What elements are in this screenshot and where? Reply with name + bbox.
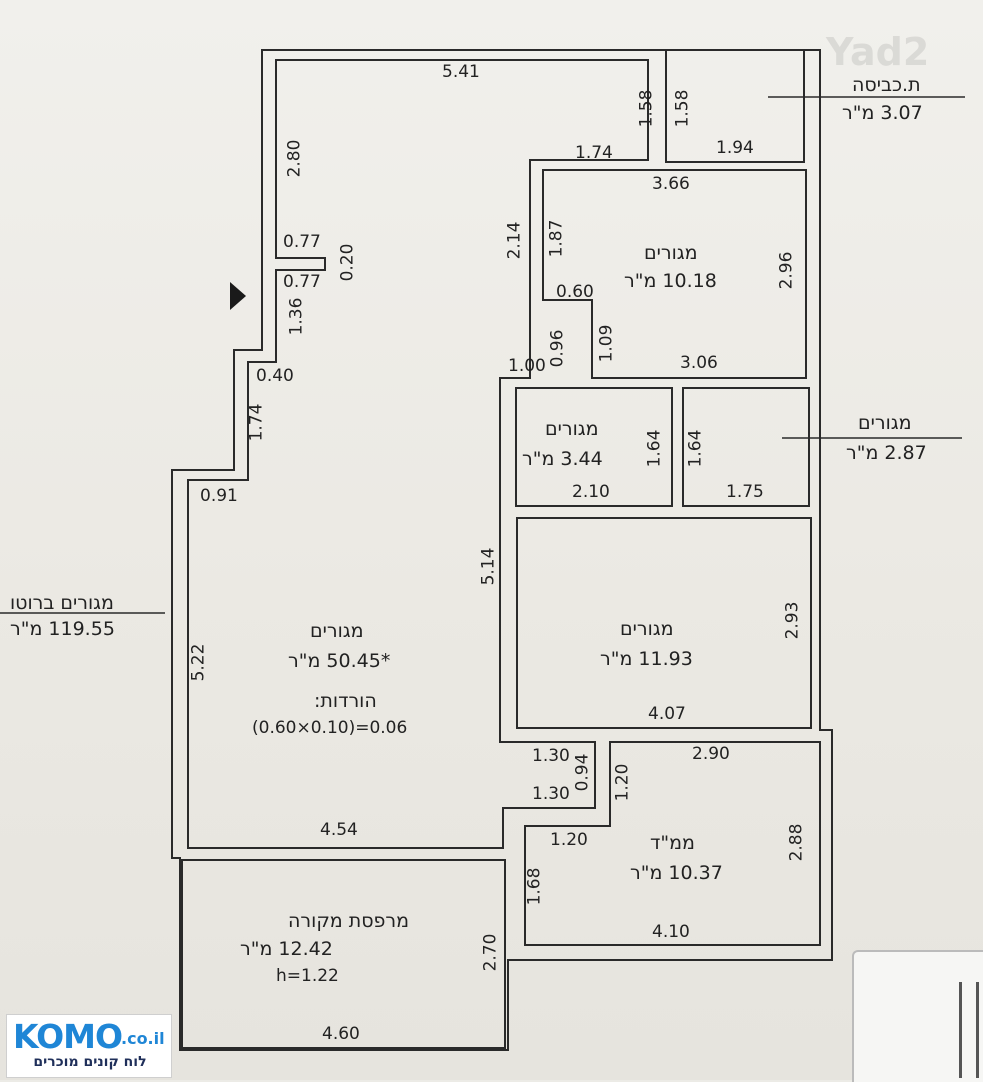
room-small-right-area: 2.87 מ"ר xyxy=(846,442,927,464)
dim-label: 2.93 xyxy=(782,601,803,640)
room-top-wall xyxy=(542,169,807,379)
room-top-area: 10.18 מ"ר xyxy=(624,270,717,292)
balcony-height: h=1.22 xyxy=(276,966,339,986)
room-small-left-area: 3.44 מ"ר xyxy=(522,448,603,470)
room-small-right-title: מגורים xyxy=(858,412,912,434)
gross-area: 119.55 מ"ר xyxy=(10,618,115,640)
main-title: מגורים xyxy=(310,620,364,642)
dim-label: 1.75 xyxy=(726,482,764,502)
dim-label: 0.94 xyxy=(572,753,593,792)
dim-label: 0.77 xyxy=(283,272,321,292)
dim-label: 1.64 xyxy=(644,429,665,468)
dim-label: 1.30 xyxy=(532,784,570,804)
dim-label: 1.30 xyxy=(532,746,570,766)
safe-room-title: ממ"ד xyxy=(650,832,695,854)
dim-label: 1.09 xyxy=(596,324,617,363)
dim-label: 1.74 xyxy=(246,403,267,442)
dim-label: 1.87 xyxy=(546,219,567,258)
dim-label: 1.68 xyxy=(524,867,545,906)
logo-tld: .co.il xyxy=(121,1029,165,1048)
room-small-left-title: מגורים xyxy=(545,418,599,440)
dim-label: 5.14 xyxy=(478,547,499,586)
komo-logo[interactable]: KOMO .co.il לוח קונים מוכרים xyxy=(6,1014,172,1078)
deductions-formula: (0.60×0.10)=0.06 xyxy=(252,718,408,738)
dim-label: 0.96 xyxy=(547,329,568,368)
dim-label: 2.90 xyxy=(692,744,730,764)
dim-label: 1.00 xyxy=(508,356,546,376)
entrance-arrow-icon xyxy=(230,282,246,310)
dim-label: 1.74 xyxy=(575,143,613,163)
dim-label: 3.06 xyxy=(680,353,718,373)
corner-sticker xyxy=(852,950,983,1082)
dim-label: 0.91 xyxy=(200,486,238,506)
main-area: 50.45 מ"ר xyxy=(288,650,381,672)
living-room-wall xyxy=(187,59,649,849)
balcony-title: מרפסת מקורה xyxy=(288,910,410,932)
dim-label: 2.80 xyxy=(284,139,305,178)
dim-label: 1.58 xyxy=(636,89,657,128)
dim-label: 5.22 xyxy=(188,643,209,682)
dim-label: 1.64 xyxy=(685,429,706,468)
balcony-wall xyxy=(181,859,506,1049)
dim-label: 0.77 xyxy=(283,232,321,252)
dim-label: 2.88 xyxy=(786,823,807,862)
dim-label: 0.40 xyxy=(256,366,294,386)
dim-label: 4.54 xyxy=(320,820,358,840)
deductions-title: הורדות: xyxy=(314,690,377,712)
dim-label: 1.36 xyxy=(286,297,307,336)
dim-label: 0.20 xyxy=(337,243,358,282)
laundry-wall xyxy=(665,49,805,163)
dim-label: 1.58 xyxy=(672,89,693,128)
room-small-left-wall xyxy=(515,387,673,507)
balcony-area: 12.42 מ"ר xyxy=(240,938,333,960)
dim-label: 4.60 xyxy=(322,1024,360,1044)
room-mid-title: מגורים xyxy=(620,618,674,640)
dim-label: 1.20 xyxy=(550,830,588,850)
dim-label: 1.94 xyxy=(716,138,754,158)
outer-wall-outer xyxy=(171,49,833,1051)
watermark: Yad2 xyxy=(826,30,930,74)
dim-label: 0.60 xyxy=(556,282,594,302)
room-top-title: מגורים xyxy=(644,242,698,264)
laundry-area: 3.07 מ"ר xyxy=(842,102,923,124)
dim-label: 4.10 xyxy=(652,922,690,942)
logo-tagline: לוח קונים מוכרים xyxy=(33,1054,147,1070)
dim-label: 2.14 xyxy=(504,221,525,260)
room-mid-area: 11.93 מ"ר xyxy=(600,648,693,670)
dim-label: 4.07 xyxy=(648,704,686,724)
dim-label: 5.41 xyxy=(442,62,480,82)
dim-label: 2.96 xyxy=(776,251,797,290)
dim-label: 1.20 xyxy=(612,763,633,802)
main-area-star: * xyxy=(380,650,391,672)
laundry-title: ת.כביסה xyxy=(852,74,921,96)
dim-label: 3.66 xyxy=(652,174,690,194)
safe-room-wall xyxy=(524,741,821,946)
barcode-icon xyxy=(959,982,979,1078)
room-mid-wall xyxy=(516,517,812,729)
safe-room-area: 10.37 מ"ר xyxy=(630,862,723,884)
logo-brand: KOMO xyxy=(13,1017,123,1056)
dim-label: 2.10 xyxy=(572,482,610,502)
room-small-right-wall xyxy=(682,387,810,507)
gross-title: מגורים ברוטו xyxy=(10,592,114,614)
dim-label: 2.70 xyxy=(480,933,501,972)
main-area-block: 50.45 מ"ר* xyxy=(288,652,390,671)
